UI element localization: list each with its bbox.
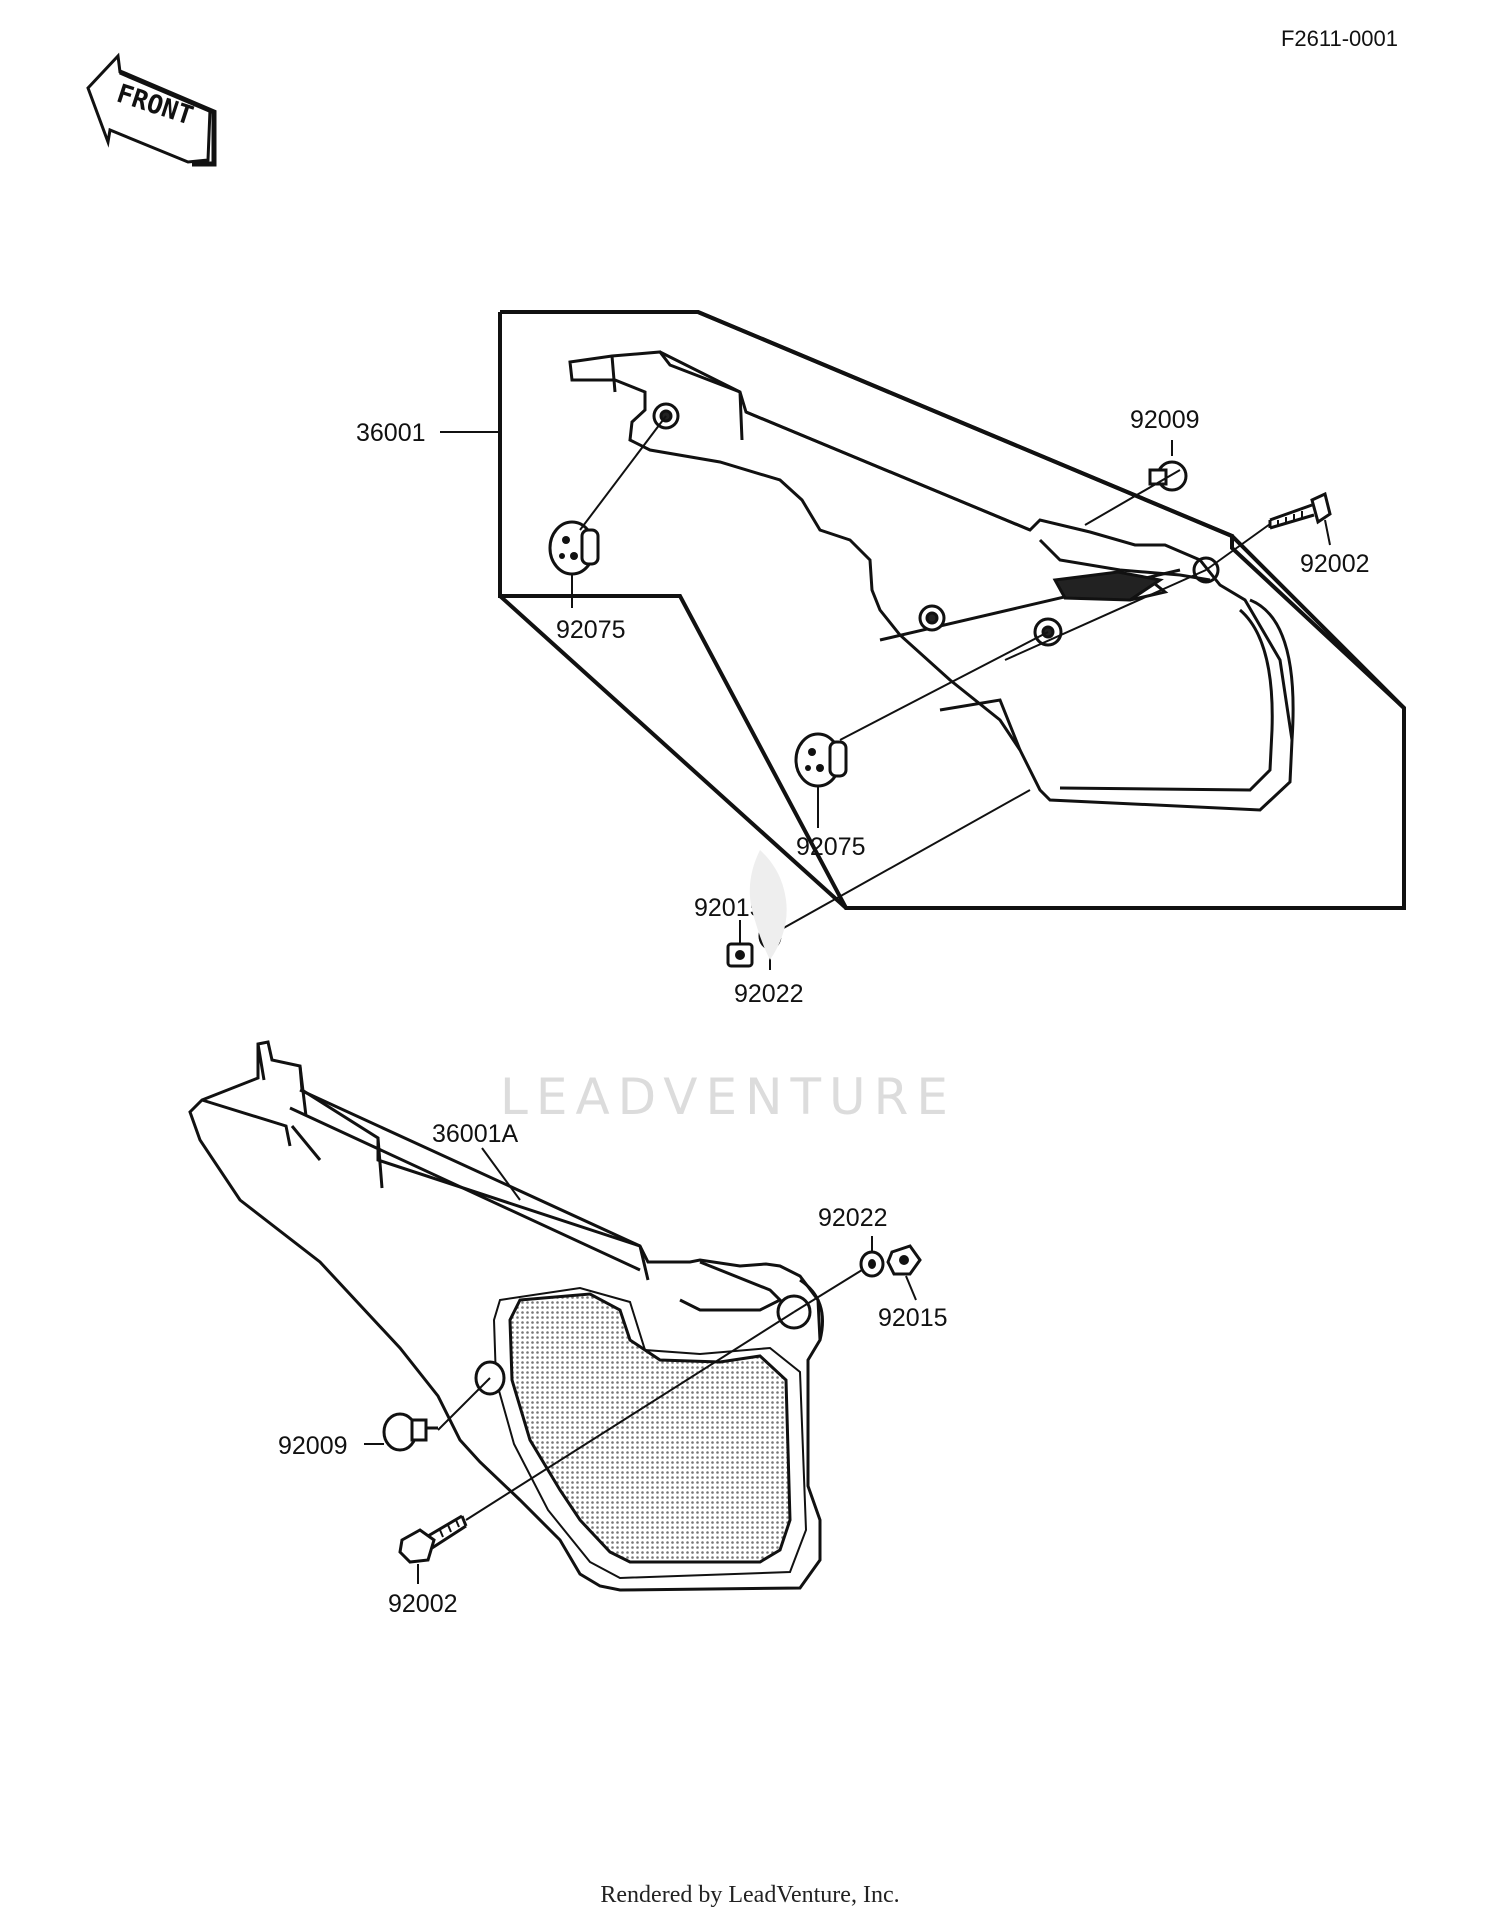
front-arrow-icon: FRONT bbox=[86, 52, 217, 167]
diagram-code: F2611-0001 bbox=[1281, 26, 1398, 51]
svg-text:LEADVENTURE: LEADVENTURE bbox=[500, 1068, 956, 1126]
watermark: LEADVENTURE bbox=[500, 850, 956, 1126]
label-92075: 92075 bbox=[796, 833, 866, 861]
label-92022: 92022 bbox=[734, 980, 804, 1008]
lower-assembly: 36001A 92022 92015 92009 92002 bbox=[188, 1040, 948, 1618]
assembly-frame bbox=[498, 310, 1406, 910]
label-36001A: 36001A bbox=[432, 1120, 519, 1148]
grommet-icon bbox=[548, 520, 600, 576]
label-92002: 92002 bbox=[388, 1590, 458, 1618]
leader-lines bbox=[440, 415, 1331, 970]
label-92002: 92002 bbox=[1300, 550, 1370, 578]
bolt-icon bbox=[398, 1514, 468, 1564]
bolt-icon bbox=[382, 1412, 438, 1452]
label-92015: 92015 bbox=[878, 1304, 948, 1332]
label-36001: 36001 bbox=[356, 419, 426, 447]
label-92022: 92022 bbox=[818, 1204, 888, 1232]
washer-icon bbox=[859, 1250, 885, 1278]
label-92009: 92009 bbox=[1130, 406, 1200, 434]
upper-assembly: 36001 92075 92075 92009 92002 92015 9202… bbox=[356, 310, 1406, 1008]
footer-credit: Rendered by LeadVenture, Inc. bbox=[600, 1882, 899, 1908]
label-92009: 92009 bbox=[278, 1432, 348, 1460]
label-92075: 92075 bbox=[556, 616, 626, 644]
nut-icon bbox=[726, 942, 754, 968]
mesh-panel bbox=[508, 1292, 792, 1564]
nut-icon bbox=[886, 1244, 922, 1276]
grommet-icon bbox=[794, 732, 848, 788]
bolt-icon bbox=[1268, 491, 1332, 530]
leader-lines bbox=[364, 1147, 917, 1584]
side-cover-upper bbox=[568, 350, 1295, 812]
